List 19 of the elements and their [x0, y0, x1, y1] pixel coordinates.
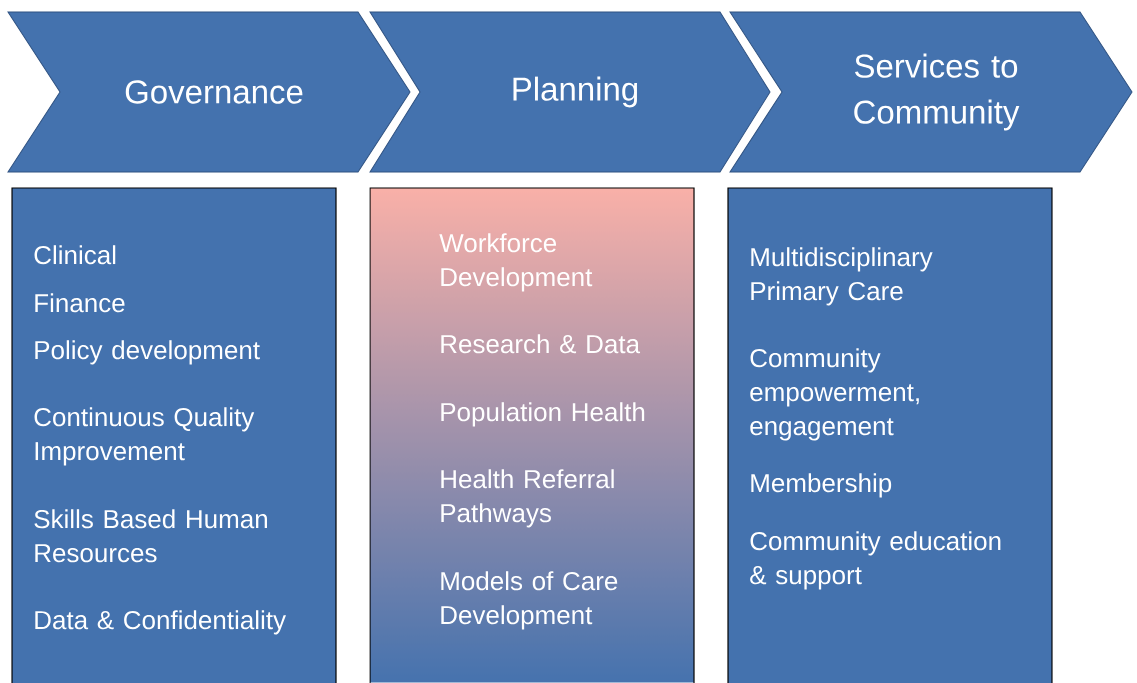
heading-banner: Governance	[7, 11, 411, 173]
list-item: Finance	[35, 293, 125, 313]
node-label: Services to Community	[854, 53, 1020, 131]
list-item: Health Referral Pathways	[441, 469, 614, 528]
list-item: Population Health	[441, 402, 645, 427]
heading-banner: Services to Community	[729, 11, 1133, 173]
list-item: Workforce Development	[439, 233, 593, 292]
list-item: Multidisciplinary Primary Care	[751, 247, 933, 306]
list-item: Membership	[751, 473, 892, 498]
list-item: Clinical	[34, 245, 116, 265]
list-item: Community empowerment, engagement	[750, 348, 919, 441]
list-item: Policy development	[35, 340, 260, 365]
list-item: Models of Care Development	[441, 571, 618, 630]
list-item: Continuous Quality Improvement	[34, 407, 255, 466]
list-item: Skills Based Human Resources	[34, 509, 267, 563]
list-item: Data & Confidentiality	[35, 610, 286, 635]
heading-banner: Planning	[369, 11, 771, 173]
list-item: Research & Data	[441, 334, 641, 354]
list-item: Community education & support	[750, 531, 1001, 590]
